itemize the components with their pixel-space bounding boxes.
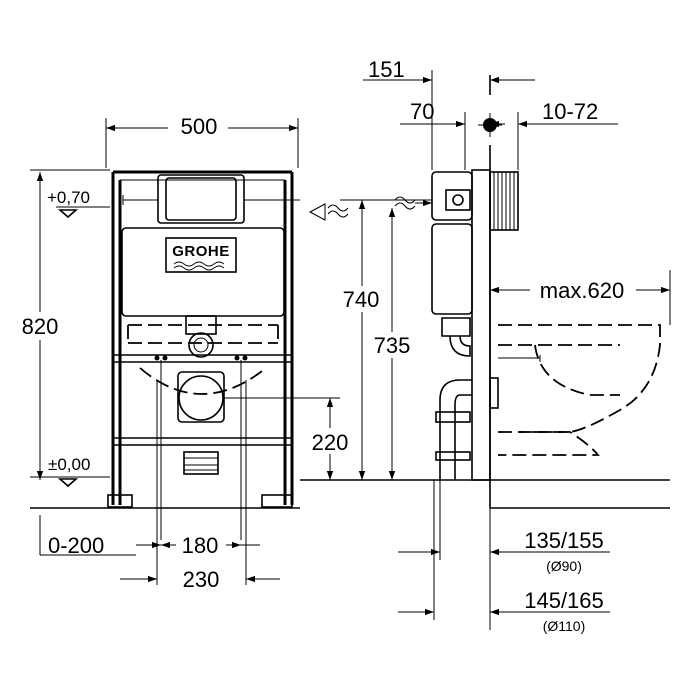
pipe-large-label: 145/165 <box>524 588 604 613</box>
height-label: 820 <box>22 314 59 339</box>
dim-wall-range: 10-72 <box>490 99 618 170</box>
dim-inlet-height: 740 <box>336 199 432 480</box>
mounting-bolts <box>154 355 248 585</box>
pipe-small-dia: (Ø90) <box>546 558 582 574</box>
drain-connection <box>177 371 340 475</box>
inlet-height-label: 740 <box>343 287 380 312</box>
water-inlet <box>308 196 432 221</box>
width-label: 500 <box>181 114 218 139</box>
dim-pipe-large: 145/165 (Ø110) <box>398 480 610 634</box>
brand-logo: GROHE <box>172 243 230 260</box>
flush-height-label: 735 <box>374 333 411 358</box>
bowl-outline-front <box>127 324 279 395</box>
side-view: 151 70 10-72 740 735 <box>300 57 671 634</box>
top-level-label: +0,70 <box>47 188 90 207</box>
bowl-projection-label: max.620 <box>540 278 624 303</box>
dim-adjust: 0-200 <box>39 515 161 558</box>
flush-elbow <box>185 315 217 358</box>
bolt-spacing-label: 180 <box>182 533 219 558</box>
dim-height: 820 <box>15 172 65 480</box>
wall-range-label: 10-72 <box>542 99 598 124</box>
pipe-small-label: 135/155 <box>524 528 604 553</box>
drain-pipe-side <box>435 377 499 480</box>
dim-depth-button: 70 <box>400 99 466 170</box>
depth-button-label: 70 <box>410 99 434 124</box>
dim-bowl-projection: max.620 <box>490 270 671 325</box>
dim-flush-height: 735 <box>366 208 418 480</box>
level-marks: +0,70 ±0,00 <box>30 169 110 488</box>
dim-pipe-small: 135/155 (Ø90) <box>398 480 610 630</box>
bowl-outline-side <box>498 324 661 456</box>
cistern-side <box>431 171 473 357</box>
dim-bolt-spacing: 180 <box>161 532 260 558</box>
floor-level-label: ±0,00 <box>48 455 90 474</box>
pipe-large-dia: (Ø110) <box>543 618 586 634</box>
flush-plate-opening <box>122 174 300 224</box>
drain-height-label: 220 <box>312 430 349 455</box>
depth-total-label: 151 <box>368 57 405 82</box>
pipe-spacing-label: 230 <box>183 567 220 592</box>
dim-depth-total: 151 <box>363 57 535 170</box>
cistern: GROHE <box>121 227 285 317</box>
dim-pipe-spacing: 230 <box>120 567 280 592</box>
dim-drain-height: 220 <box>300 398 400 481</box>
dim-width: 500 <box>105 112 299 168</box>
frame-side <box>471 169 519 481</box>
adjust-label: 0-200 <box>48 533 104 558</box>
installation-frame <box>107 170 294 508</box>
front-view: GROHE <box>15 112 400 592</box>
